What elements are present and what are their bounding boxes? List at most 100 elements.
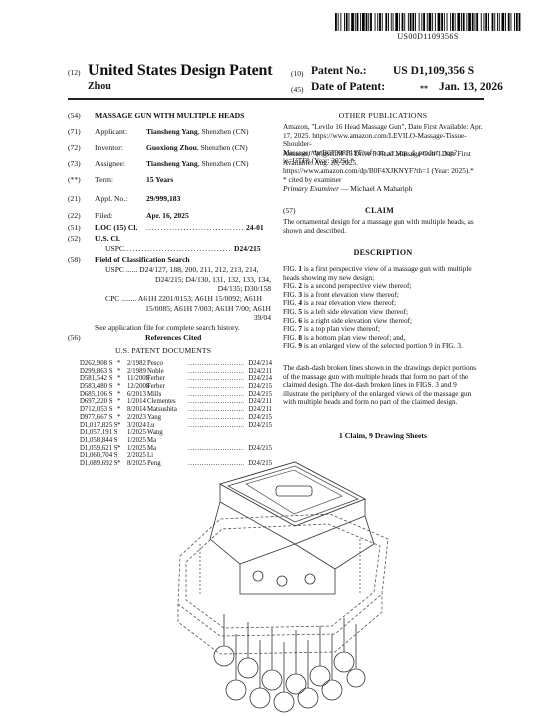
figure-text: is a top plan view thereof; <box>302 324 380 334</box>
field-uspc-line: USPC ...... D24/127, 188, 200, 211, 212,… <box>105 265 259 274</box>
ref-number: D1,057,191 S <box>80 429 118 437</box>
barcode-bar <box>401 13 404 31</box>
barcode-bar <box>443 13 445 31</box>
barcode-bar <box>360 13 362 31</box>
figure-description: FIG. 4 is a rear elevation view thereof; <box>283 299 483 308</box>
ref-name: Pesco <box>147 360 163 367</box>
broken-lines-paragraph: The dash-dash broken lines shown in the … <box>283 363 477 407</box>
figure-description: FIG. 8 is a bottom plan view thereof; an… <box>283 333 483 343</box>
title-code: (54) <box>68 111 81 120</box>
barcode-bar <box>381 13 383 31</box>
barcode-bar <box>344 13 345 31</box>
filed-code: (22) <box>68 211 81 220</box>
figure-label: FIG. 6 <box>283 315 303 325</box>
loc-label: LOC (15) Cl. <box>95 223 138 232</box>
figure-text: is a second perspective view thereof; <box>302 281 412 291</box>
figure-label: FIG. 4 <box>283 298 303 308</box>
barcode-bar <box>505 13 506 31</box>
uspc-value: D24/215 <box>234 244 261 253</box>
other-pub-entry: Amazon, "Levilo 16 Head Massage Gun", Da… <box>283 122 483 166</box>
figure-number: 5 <box>298 306 303 316</box>
barcode-bar <box>432 13 434 31</box>
ref-date: 2/2025 <box>127 452 146 460</box>
ref-date: 1/2014 <box>127 398 146 406</box>
figure-text: is an enlarged view of the selected port… <box>302 341 463 351</box>
ref-class: D24/214 <box>248 360 272 367</box>
ref-date: 2/2023 <box>127 413 146 421</box>
ref-number: D583,480 S <box>80 383 113 391</box>
ref-star: * <box>117 360 121 367</box>
ref-leader: ........................................… <box>188 375 244 383</box>
barcode-bar <box>368 13 370 31</box>
barcode-bar <box>497 13 498 31</box>
uspc-leader: ........................................… <box>124 244 230 253</box>
barcode-bar <box>370 13 372 31</box>
other-pub-entry: Amazon, "WigsellM 16 Drive 8 Head Massag… <box>283 149 474 176</box>
filed-value: Apr. 16, 2025 <box>146 211 189 220</box>
field-cpc-line: 15/0085; A61H 7/003; A61H 7/00; A61H <box>145 303 271 313</box>
ref-name: Peng <box>147 459 161 467</box>
barcode-bar <box>415 13 416 31</box>
barcode-bar <box>518 13 521 31</box>
figure-list: FIG. 1 is a first perspective view of a … <box>283 264 483 351</box>
loc-value: 24-01 <box>246 223 264 232</box>
applicant-label: Applicant: <box>95 127 128 136</box>
uscl-code: (52) <box>68 234 81 243</box>
doc-type-code: (12) <box>68 68 81 77</box>
ref-date: 1/2025 <box>127 444 146 452</box>
figure-description: FIG. 7 is a top plan view thereof; <box>283 324 483 334</box>
ref-name: Wang <box>147 429 163 437</box>
barcode-bar <box>421 13 423 31</box>
barcode-bar <box>434 13 436 31</box>
figure-description: FIG. 2 is a second perspective view ther… <box>283 281 483 291</box>
field-uspc-line: D24/215; D4/130, 131, 132, 133, 134, <box>154 274 271 284</box>
figure-label: FIG. 1 <box>283 264 303 273</box>
ref-star: * <box>117 398 121 406</box>
ref-class: D24/211 <box>248 406 272 414</box>
ref-name: Ma <box>147 444 157 452</box>
ref-class: D24/215 <box>248 459 272 467</box>
barcode-bar <box>494 13 496 31</box>
design-title: MASSAGE GUN WITH MULTIPLE HEADS <box>95 111 245 120</box>
ref-star: * <box>117 390 121 398</box>
figure-description: FIG. 6 is a right side elevation view th… <box>283 315 483 326</box>
barcode-bar <box>454 13 456 31</box>
ref-date: 1/2025 <box>127 429 146 437</box>
field-cpc: CPC ........ A61H 2201/0153; A61H 15/009… <box>105 294 271 323</box>
barcode-bar <box>437 13 441 31</box>
barcode-bar <box>485 13 488 31</box>
term-value: 15 Years <box>146 175 174 184</box>
barcode-bar <box>398 13 400 31</box>
ref-name: Yang <box>147 413 162 421</box>
date-label: Date of Patent: <box>311 81 386 93</box>
claim-heading: CLAIM <box>365 206 395 215</box>
figure-text: is a right side elevation view thereof; <box>302 315 413 325</box>
ref-name: Noble <box>147 367 164 375</box>
ref-number: D1,058,844 S <box>80 436 118 444</box>
appl-label: Appl. No.: <box>95 194 128 203</box>
ref-number: D262,908 S <box>80 360 113 367</box>
barcode-bar <box>450 13 452 31</box>
ref-number: D299,863 S <box>80 367 113 375</box>
ref-date: 11/2008 <box>127 375 150 383</box>
figure-number: 9 <box>298 341 303 351</box>
barcode-bar <box>385 13 388 31</box>
barcode-bar <box>409 13 412 31</box>
ref-star: * <box>117 367 121 375</box>
barcode-bar <box>335 13 337 31</box>
barcode-bar <box>468 13 471 31</box>
refs-subheading: U.S. PATENT DOCUMENTS <box>115 346 212 355</box>
ref-leader: ........................................… <box>188 390 244 398</box>
barcode-bar <box>474 13 476 31</box>
barcode-bar <box>510 13 512 31</box>
barcode-bar <box>356 13 359 31</box>
figure-number: 3 <box>298 289 303 299</box>
barcode-bar <box>374 13 376 31</box>
barcode-bar <box>377 13 379 31</box>
ref-class: D24/215 <box>248 390 272 398</box>
